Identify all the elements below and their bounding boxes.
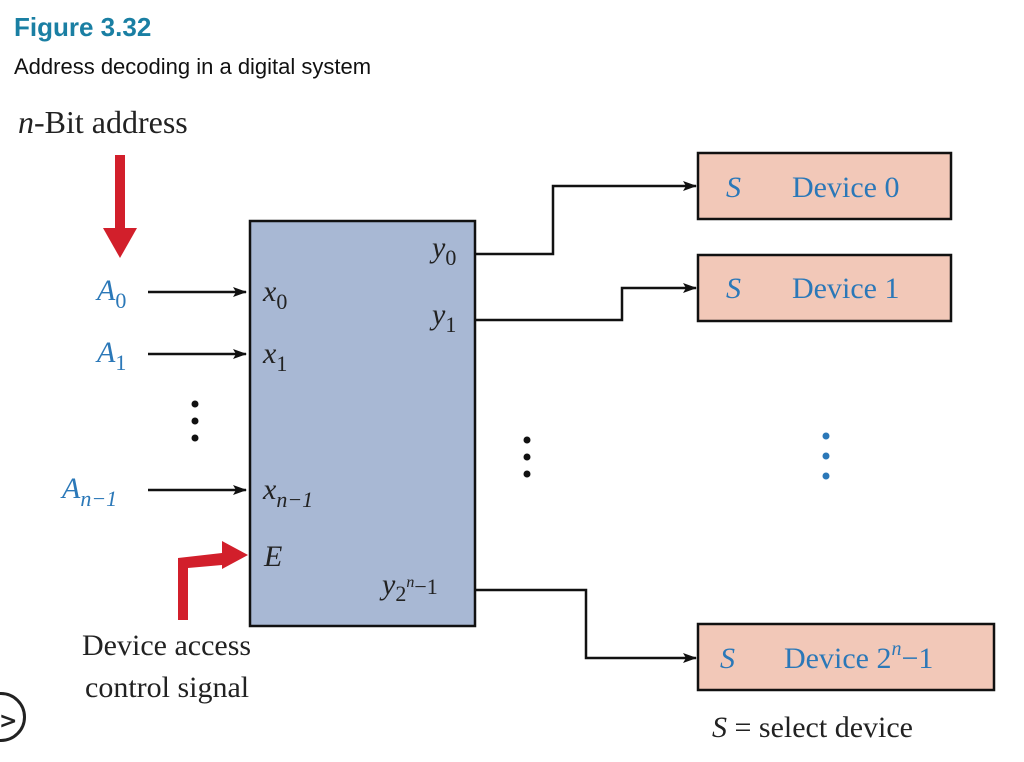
output-wire-1 bbox=[475, 283, 697, 322]
output-ellipsis bbox=[523, 436, 531, 478]
decoder-input-xn-1: xn−1 bbox=[262, 473, 313, 512]
legend: S = select device bbox=[712, 711, 913, 744]
decoder-input-x1: x1 bbox=[262, 337, 287, 376]
legend-rest: = select device bbox=[727, 711, 913, 744]
figure-caption: Address decoding in a digital system bbox=[14, 54, 372, 79]
access-label-line1: Device access bbox=[82, 629, 251, 662]
enable-arrow bbox=[178, 541, 248, 620]
address-down-arrow bbox=[103, 155, 137, 258]
input-label-an-1: An−1 bbox=[60, 472, 117, 511]
enable-label: E bbox=[263, 540, 282, 573]
device-2n-1-name: Device 2n−1 bbox=[784, 638, 933, 675]
address-label-prefix: n bbox=[18, 104, 34, 140]
device-0-box bbox=[696, 151, 953, 221]
access-label-line2: control signal bbox=[85, 671, 249, 704]
address-label-rest: -Bit address bbox=[34, 104, 188, 140]
output-wire-0 bbox=[475, 181, 697, 256]
input-label-a1: A1 bbox=[95, 336, 126, 375]
chevron-right-icon: > bbox=[0, 709, 18, 734]
input-ellipsis bbox=[191, 400, 199, 442]
figure-number: Figure 3.32 bbox=[14, 12, 152, 42]
output-wire-2n-1 bbox=[475, 588, 697, 663]
device-1-select: S bbox=[726, 272, 741, 305]
device-2n-1-box bbox=[696, 622, 996, 692]
decoder-output-y0: y0 bbox=[429, 231, 456, 270]
device-0-select: S bbox=[726, 171, 741, 204]
decoder-output-y1: y1 bbox=[429, 298, 456, 337]
device-0-name: Device 0 bbox=[792, 171, 899, 204]
device-1-name: Device 1 bbox=[792, 272, 899, 305]
decoder-block bbox=[248, 219, 477, 628]
device-1-box bbox=[696, 253, 953, 323]
decoder-output-y2n-1: y2n−1 bbox=[379, 568, 438, 606]
device-ellipsis bbox=[822, 432, 830, 480]
legend-s: S bbox=[712, 711, 727, 744]
address-label: n-Bit address bbox=[18, 104, 188, 140]
decoder-input-x0: x0 bbox=[262, 275, 287, 314]
device-2n-1-select: S bbox=[720, 642, 735, 675]
input-label-a0: A0 bbox=[95, 274, 126, 313]
